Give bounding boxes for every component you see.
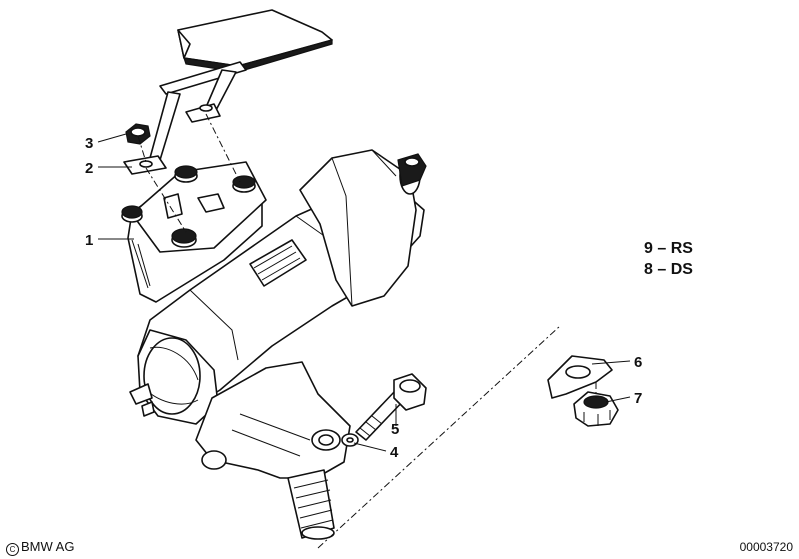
legend-row-ds: 8 – DS [644, 259, 693, 280]
washer-part-4 [341, 433, 359, 447]
callout-2: 2 [85, 160, 93, 177]
copyright-icon: C [6, 543, 19, 556]
legend-code: DS [670, 261, 693, 278]
assembly-lines [137, 113, 597, 549]
leader-lines [97, 133, 631, 452]
legend-number: 8 [644, 261, 653, 278]
legend-dash: – [657, 240, 671, 257]
callout-3: 3 [85, 135, 93, 152]
callout-labels: 1 2 3 4 5 6 7 [85, 135, 642, 461]
callout-6: 6 [634, 354, 642, 371]
nut-part-3 [125, 123, 151, 145]
legend-number: 9 [644, 240, 653, 257]
mounting-bracket [123, 9, 333, 175]
legend-code: RS [670, 240, 693, 257]
steering-gear-housing [121, 149, 427, 540]
variant-legend: 9 – RS 8 – DS [644, 238, 693, 280]
callout-1: 1 [85, 232, 93, 249]
castle-nut-part-7 [573, 391, 619, 427]
callout-7: 7 [634, 390, 642, 407]
legend-dash: – [657, 261, 671, 278]
brand-name: BMW AG [21, 539, 75, 554]
bolt-part-5 [355, 373, 427, 441]
lock-plate-part-6 [547, 355, 613, 399]
callout-5: 5 [391, 421, 399, 438]
document-number: 00003720 [739, 540, 793, 554]
legend-row-rs: 9 – RS [644, 238, 693, 259]
callout-4: 4 [390, 444, 399, 461]
